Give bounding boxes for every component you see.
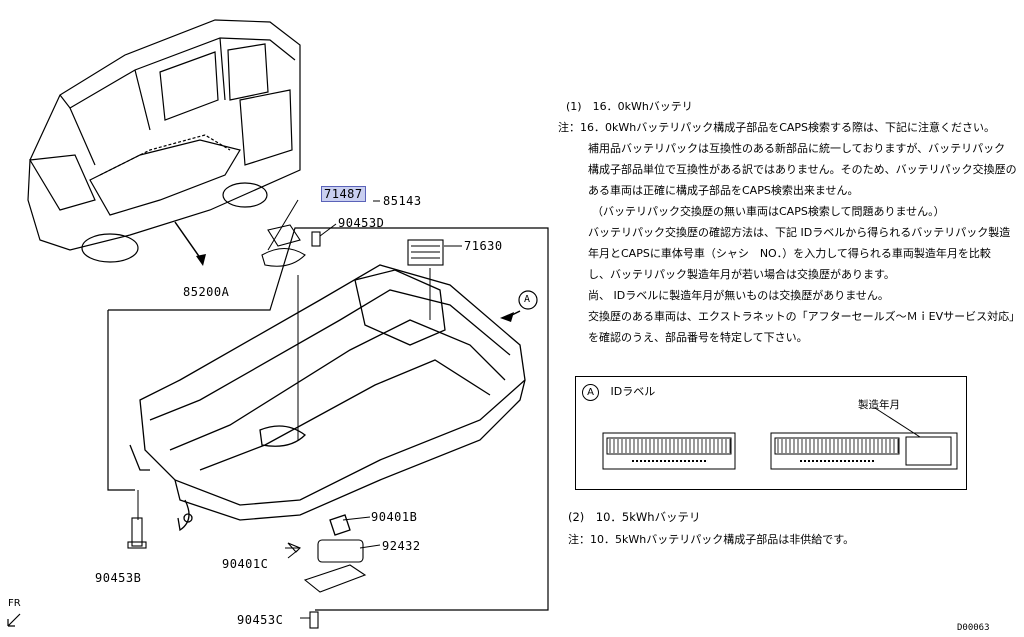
callout-a-marker: A: [582, 383, 599, 401]
note-line: し、バッテリパック製造年月が若い場合は交換歴があります。: [588, 268, 895, 281]
note-line: （バッテリパック交換歴の無い車両はCAPS検索して問題ありません。）: [592, 205, 945, 218]
diagram-code: D00063: [957, 623, 990, 633]
front-direction-label: FR: [8, 598, 21, 609]
leader-lines: [137, 199, 462, 619]
callout-a-arrow: [500, 312, 514, 322]
note-line: バッテリパック交換歴の確認方法は、下記 IDラベルから得られるバッテリパック製造: [588, 226, 1011, 239]
part-label-90453c[interactable]: 90453C: [237, 613, 284, 627]
part-label-90453d[interactable]: 90453D: [338, 216, 385, 230]
detail-arrow: [174, 221, 204, 263]
id-label-title: IDラベル: [610, 385, 656, 398]
note-line: を確認のうえ、部品番号を特定して下さい。: [588, 331, 808, 344]
id-label-drawings: [602, 407, 958, 470]
callout-a-letter: A: [524, 294, 531, 305]
part-label-85143[interactable]: 85143: [383, 194, 422, 208]
note-line: 年月とCAPSに車体号車（シャシ NO．）を入力して得られる車両製造年月を比較: [588, 247, 991, 260]
part-label-71487[interactable]: 71487: [321, 186, 366, 202]
part-label-92432[interactable]: 92432: [382, 539, 421, 553]
id-label-title-row: A IDラベル: [582, 383, 655, 401]
small-parts: [127, 224, 444, 629]
part-label-71630[interactable]: 71630: [464, 239, 503, 253]
barcode-stripes: [609, 439, 899, 462]
battery-pack-illustration: [129, 264, 526, 536]
part-label-90453b[interactable]: 90453B: [95, 571, 142, 585]
manufacture-date-label: 製造年月: [858, 399, 900, 411]
part-label-90401b[interactable]: 90401B: [371, 510, 418, 524]
vehicle-illustration: [27, 19, 301, 263]
note-line: 補用品バッテリパックは互換性のある新部品に統一しておりますが、バッテリパック: [588, 142, 1006, 155]
id-label-box: A IDラベル 製造年月: [575, 376, 967, 490]
part-label-85200a[interactable]: 85200A: [183, 285, 230, 299]
note-line: 構成子部品単位で互換性がある訳ではありません。そのため、バッテリパック交換歴の: [588, 163, 1017, 176]
section2-title: (2) 10．5kWhバッテリ: [568, 510, 701, 524]
section2-note: 注：10．5kWhバッテリパック構成子部品は非供給です。: [568, 533, 855, 546]
note-line: ある車両は正確に構成子部品をCAPS検索出来ません。: [588, 184, 859, 197]
notes-block: (1) 16．0kWhバッテリ 注：16．0kWhバッテリパック構成子部品をCA…: [558, 96, 1021, 348]
note-line: 尚、 IDラベルに製造年月が無いものは交換歴がありません。: [588, 289, 889, 302]
detail-arrow-head: [196, 254, 206, 266]
pack-frame: [108, 227, 549, 611]
front-direction-icon: [7, 613, 21, 627]
note-line: 注：16．0kWhバッテリパック構成子部品をCAPS検索する際は、下記に注意くだ…: [558, 121, 996, 134]
section1-title: (1) 16．0kWhバッテリ: [566, 100, 693, 113]
part-label-90401c[interactable]: 90401C: [222, 557, 269, 571]
note-line: 交換歴のある車両は、エクストラネットの「アフターセールズ～ＭｉEVサービス対応」: [588, 310, 1021, 323]
callout-a-circle: [518, 290, 538, 310]
